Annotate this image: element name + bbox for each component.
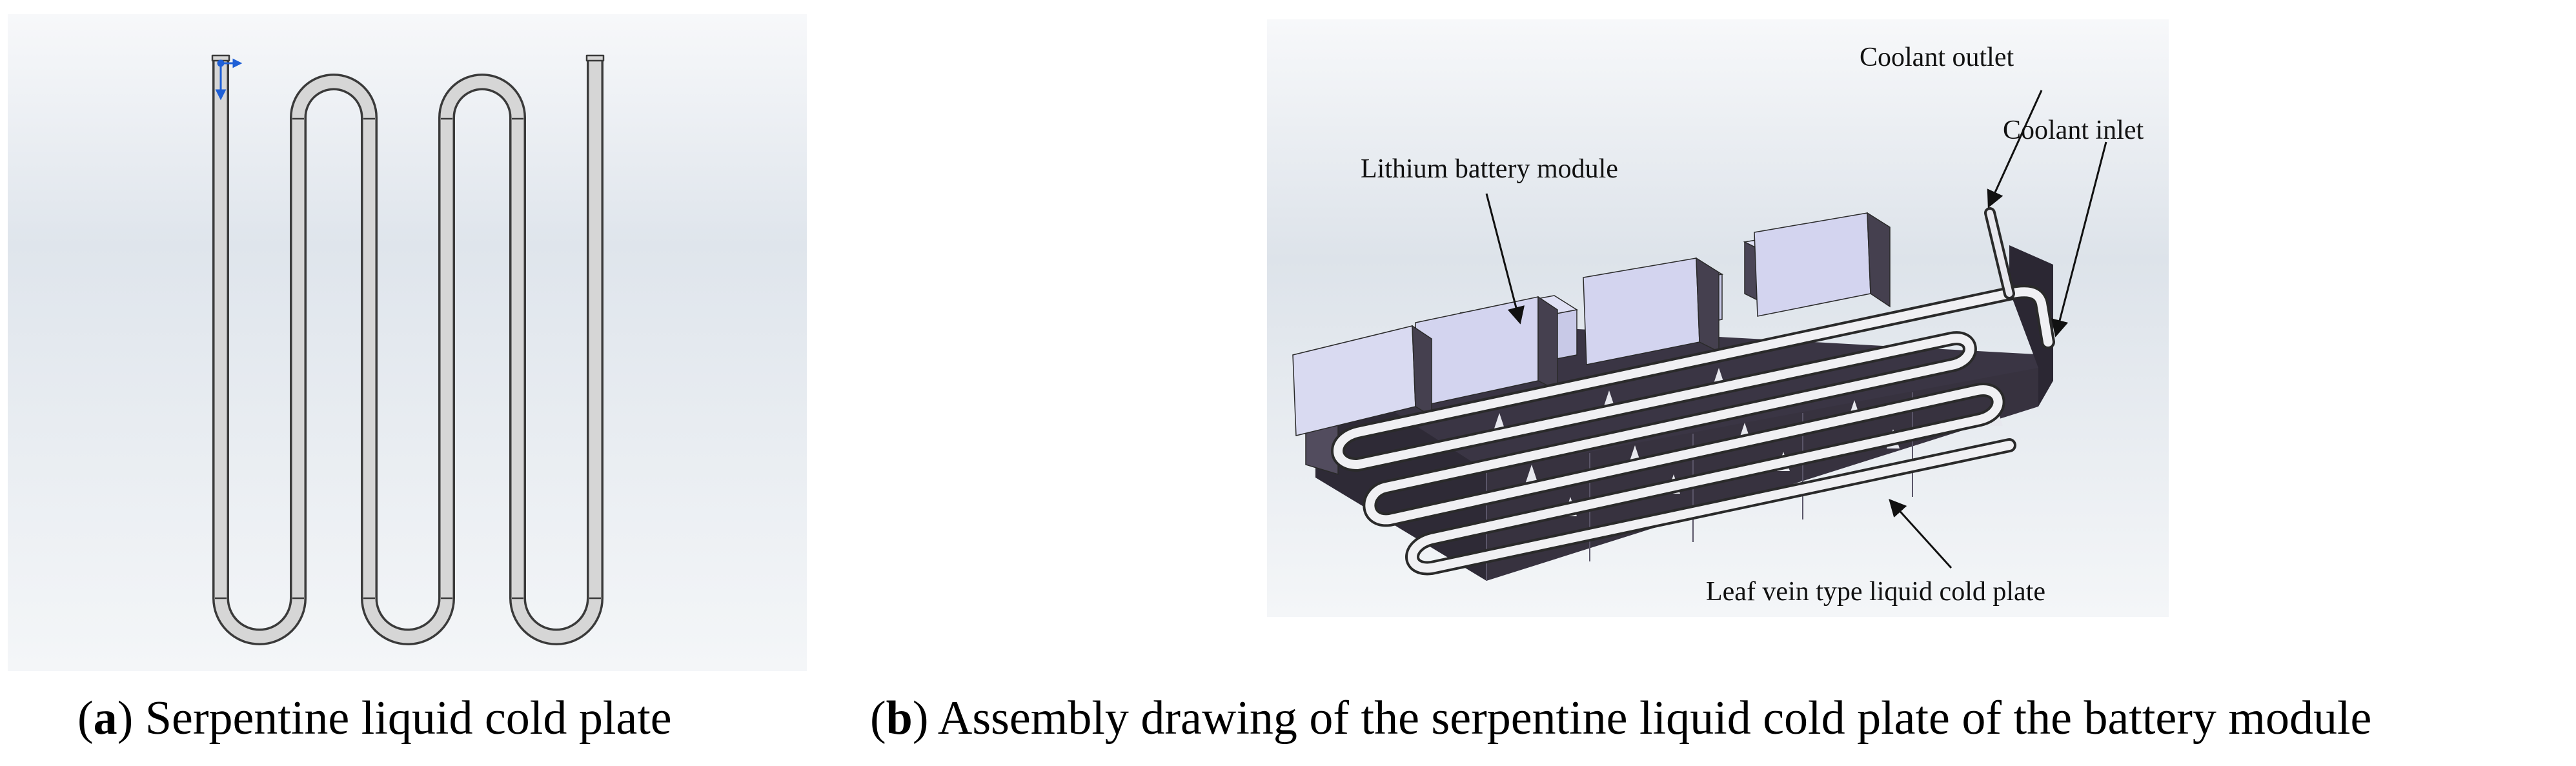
caption-a-text: Serpentine liquid cold plate xyxy=(133,692,672,745)
serpentine-pipe xyxy=(211,54,605,645)
battery-cells xyxy=(1292,212,1891,476)
caption-b-letter: b xyxy=(886,692,913,745)
leader-lines xyxy=(1485,90,2107,569)
axis-triad-icon xyxy=(215,58,243,101)
serpentine-pipes xyxy=(1331,207,2055,576)
annotation-labels: Coolant outlet Coolant inlet Lithium bat… xyxy=(1361,43,2144,607)
viewport-background xyxy=(8,14,807,671)
label-cold-plate: Leaf vein type liquid cold plate xyxy=(1706,577,2045,607)
leader-cold-plate xyxy=(1889,498,1952,569)
leader-coolant-inlet xyxy=(2051,141,2107,338)
battery-module-assembly-view: Coolant outlet Coolant inlet Lithium bat… xyxy=(1267,19,2169,617)
label-battery-module: Lithium battery module xyxy=(1361,154,1618,184)
caption-a-letter: a xyxy=(93,692,117,745)
leader-coolant-outlet xyxy=(1987,90,2043,208)
label-coolant-outlet: Coolant outlet xyxy=(1860,43,2014,72)
caption-b-text: Assembly drawing of the serpentine liqui… xyxy=(928,692,2372,745)
leader-battery-module xyxy=(1485,193,1525,325)
label-coolant-inlet: Coolant inlet xyxy=(2003,116,2144,145)
serpentine-cold-plate-view xyxy=(8,14,807,671)
caption-panel-a: (a) Serpentine liquid cold plate xyxy=(77,692,672,745)
caption-panel-b: (b) Assembly drawing of the serpentine l… xyxy=(870,692,2372,745)
